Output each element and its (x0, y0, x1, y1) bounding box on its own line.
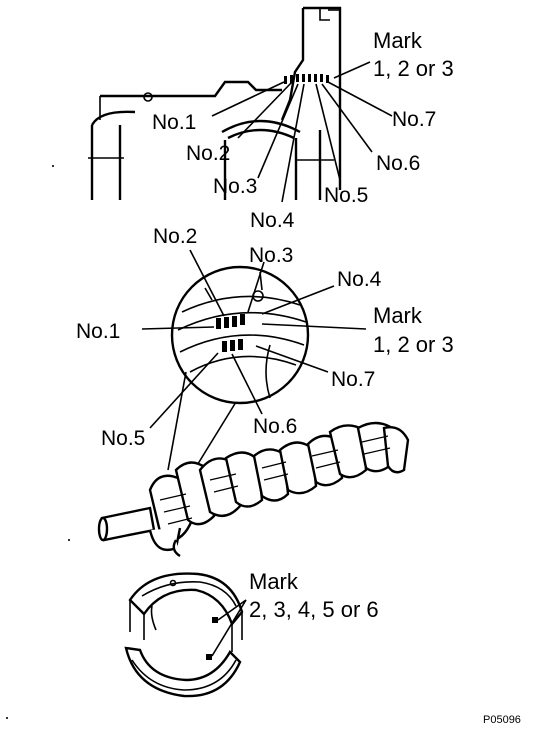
crank-mark-values: 1, 2 or 3 (373, 332, 454, 357)
block-no4-label: No.4 (250, 209, 295, 232)
block-no3-label: No.3 (213, 175, 257, 198)
crank-no6-label: No.6 (253, 415, 297, 438)
crank-no1-label: No.1 (76, 320, 120, 343)
block-no1-label: No.1 (152, 111, 196, 134)
bearing-lower-mark (206, 654, 212, 660)
block-mark-values: 1, 2 or 3 (373, 56, 454, 81)
zoom-circle-illustration (141, 249, 367, 481)
cylinder-block-illustration (52, 6, 393, 203)
crank-upper-marks (216, 314, 245, 329)
crank-no4-label: No.4 (337, 268, 382, 291)
block-no5-label: No.5 (324, 184, 368, 207)
crank-no3-label: No.3 (249, 244, 293, 267)
crank-no2-label: No.2 (153, 225, 197, 248)
bearing-mark-values: 2, 3, 4, 5 or 6 (249, 597, 379, 622)
crank-no5-label: No.5 (101, 427, 145, 450)
block-no2-label: No.2 (186, 142, 230, 165)
figure-code: P05096 (483, 714, 521, 726)
block-no6-label: No.6 (376, 152, 420, 175)
bearing-mark-label: Mark (249, 569, 299, 594)
bearing-upper-mark (212, 617, 218, 623)
crank-mark-label: Mark (373, 303, 423, 328)
block-no7-label: No.7 (392, 108, 436, 131)
crankshaft-illustration (97, 421, 410, 558)
bearing-shell-illustration (124, 572, 247, 698)
crank-lower-marks (222, 339, 243, 352)
block-mark-label: Mark (373, 28, 423, 53)
crank-no7-label: No.7 (331, 368, 375, 391)
block-cap-marks (284, 74, 329, 84)
